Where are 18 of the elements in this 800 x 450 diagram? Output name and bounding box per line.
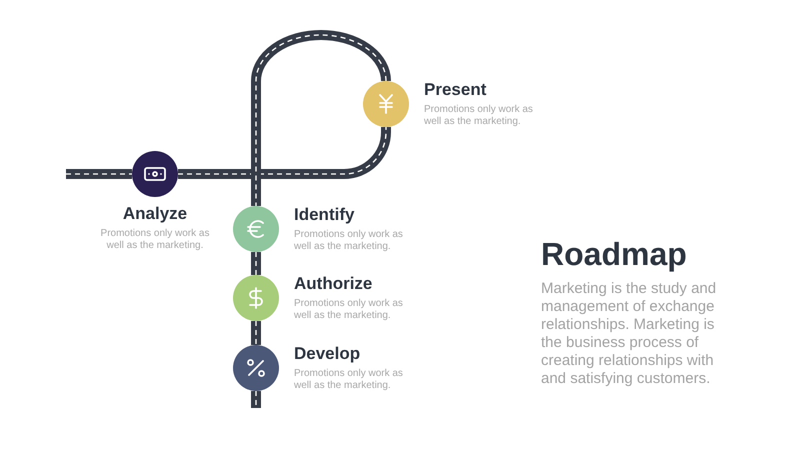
- road: [251, 252, 261, 275]
- road: [66, 169, 132, 179]
- step-description: Promotions only work as well as the marketing.: [424, 104, 534, 128]
- road: [251, 30, 391, 206]
- step-title: Develop: [294, 344, 360, 364]
- road: [251, 321, 261, 345]
- step-title: Identify: [294, 205, 354, 225]
- road: [251, 391, 261, 408]
- step-title: Present: [424, 80, 486, 100]
- step-description: Promotions only work as well as the marketing.: [100, 228, 210, 252]
- step-description: Promotions only work as well as the marketing.: [294, 298, 404, 322]
- step-title: Analyze: [122, 204, 188, 224]
- description-paragraph: Marketing is the study and management of exchange relationships. Marketing is the business process of creating relationships with and satisfying customers.: [541, 280, 718, 388]
- slide-title: Roadmap: [541, 236, 688, 272]
- step-description: Promotions only work as well as the marketing.: [294, 368, 404, 392]
- step-title: Authorize: [294, 274, 372, 294]
- step-description: Promotions only work as well as the marketing.: [294, 229, 404, 253]
- road: [178, 127, 391, 179]
